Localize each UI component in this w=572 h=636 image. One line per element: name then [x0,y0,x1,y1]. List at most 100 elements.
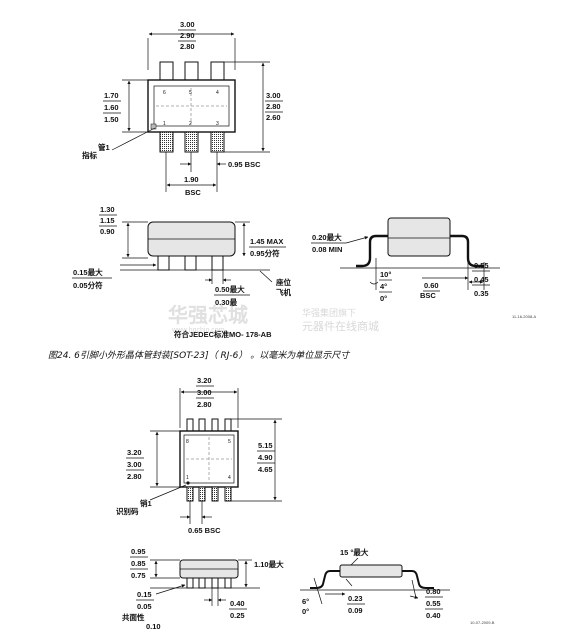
sot23-side-lead-1 [157,255,170,271]
msop-width-max: 3.20 [197,376,212,385]
msop-end-lead-left [310,570,340,589]
msop-total-height-max: 5.15 [258,441,273,450]
sot23-side-height-min: 0.90 [100,227,115,236]
sot23-angle-min: 0° [380,294,387,303]
sot23-body-height-nom: 1.60 [104,103,119,112]
sot23-pin-label-4: 4 [216,90,219,96]
msop-body [179,430,239,488]
msop-total-height-nom: 4.90 [258,453,273,462]
sot23-thick-min: 0.08 MIN [312,245,342,254]
msop-pin1-marker [186,481,190,485]
sot23-width-nom: 2.90 [180,31,195,40]
msop-coplanarity-label: 共面性 [122,612,145,622]
sot23-total-height-nom: 2.80 [266,102,281,111]
sot23-pin-4 [210,61,225,81]
watermark: 华强芯城 www.hqchip.com 华强集团旗下 元器件在线商城 [168,303,379,334]
sot23-pin-label-5: 5 [189,90,192,96]
sot23-foot-value: 0.60 [424,281,439,290]
sot23-pin-1 [159,131,174,153]
sot23-width-min: 2.80 [180,42,195,51]
sot23-side-height-nom: 1.15 [100,216,115,225]
sot23-body-height-max: 1.70 [104,91,119,100]
sot23-side-nom-height: 0.95分符 [250,248,280,258]
sot23-side-view: 1.30 1.15 0.90 1.45 MAX 0.95分符 0.15最大 0.… [72,205,291,339]
msop-thickness-max: 0.23 [348,594,363,603]
msop-end-angle-max: 6° [302,597,309,606]
msop-end-view: 15 °最大 6° 0° 0.23 0.09 0.80 0.55 0.40 10… [300,547,495,625]
msop-standoff-max: 0.15 [137,590,152,599]
msop-height-nom: 0.85 [131,559,146,568]
msop-pin1-label: 销1 [140,498,152,508]
msop-end-body [339,564,403,578]
msop-height-max: 0.95 [131,547,146,556]
sot23-angle-max: 10° [380,270,391,279]
msop-width-nom: 3.00 [197,388,212,397]
sot23-total-height-max: 3.00 [266,91,281,100]
sot23-width-max: 3.00 [180,20,195,29]
msop-lead-len-min: 0.40 [426,611,441,620]
msop-total-height-min: 4.65 [258,465,273,474]
sot23-pin1-sub: 指标 [82,150,97,160]
msop-lead-width-max: 0.40 [230,599,245,608]
sot23-span: 1.90 [184,175,199,184]
msop-lead-len-nom: 0.55 [426,599,441,608]
figure-caption: 图24. 6引脚小外形晶体管封装[SOT-23]（ RJ-6） 。以毫米为单位显… [48,350,350,361]
sot23-lead-len-min: 0.35 [474,289,489,298]
msop-angle-max: 15 °最大 [340,547,369,557]
msop-pin-label-5: 5 [228,439,231,445]
msop-coplanarity-value: 0.10 [146,622,161,631]
msop-top-view: 3.20 3.00 2.80 8 5 1 4 3.20 3.00 2.80 [116,376,282,535]
sot23-standoff-max: 0.15最大 [73,267,103,277]
msop-pin-pitch: 0.65 BSC [188,526,221,535]
msop-body-height-max: 3.20 [127,448,142,457]
msop-pin-label-1: 1 [186,475,189,481]
msop-pin1-sub: 识别码 [116,506,139,516]
msop-body-height-min: 2.80 [127,472,142,481]
sot23-stamp: 11-16-2008-A [512,314,536,319]
msop-standoff-min: 0.05 [137,602,152,611]
sot23-side-max-height: 1.45 MAX [250,237,283,246]
msop-body-height-nom: 3.00 [127,460,142,469]
sot23-standard: 符合JEDEC标准MO- 178-AB [174,329,272,339]
sot23-lead-len-max: 0.55 [474,261,489,270]
watermark-url: www.hqchip.com [171,327,225,334]
sot23-pin-3 [210,131,225,153]
msop-lead-width-min: 0.25 [230,611,245,620]
sot23-pin-5 [184,61,199,81]
sot23-thick-max: 0.20最大 [312,232,342,242]
sot23-side-height-max: 1.30 [100,205,115,214]
sot23-seating-2: 飞机 [276,287,291,297]
sot23-pin-pitch: 0.95 BSC [228,160,261,169]
msop-pin-label-4: 4 [228,475,231,481]
msop-pin-label-8: 8 [186,439,189,445]
sot23-seating-1: 座位 [275,277,291,287]
msop-height-min: 0.75 [131,571,146,580]
msop-stamp: 10-07-2009-B [470,620,495,625]
sot23-pin1-marker [150,123,157,130]
watermark-line1: 华强集团旗下 [302,307,356,318]
sot23-pin-label-3: 3 [216,121,219,127]
sot23-pin-6 [159,61,174,81]
msop-end-angle-min: 0° [302,607,309,616]
sot23-span-bsc: BSC [185,188,201,197]
watermark-line2: 元器件在线商城 [302,319,379,333]
sot23-pin-label-6: 6 [163,90,166,96]
sot23-top-view: 3.00 2.90 2.80 6 5 4 1 2 3 1.70 1.60 1.5… [82,20,283,197]
msop-lead-len-max: 0.80 [426,587,441,596]
sot23-side-lead-2 [184,255,197,271]
msop-width-min: 2.80 [197,400,212,409]
sot23-end-lead-right [450,234,484,268]
msop-side-view: 0.95 0.85 0.75 1.10最大 0.15 0.05 共面性 0.10… [122,547,284,631]
sot23-total-height-min: 2.60 [266,113,281,122]
sot23-foot-bsc: BSC [420,291,436,300]
msop-thickness-min: 0.09 [348,606,363,615]
sot23-lead-width-max: 0.50最大 [215,284,245,294]
sot23-body-height-min: 1.50 [104,115,119,124]
sot23-lead-len-nom: 0.45 [474,275,489,284]
sot23-end-lead-left [356,234,388,268]
sot23-end-view: 0.20最大 0.08 MIN 10° 4° 0° 0.60 BSC 0.55 … [311,217,536,319]
sot23-end-body [387,217,451,257]
sot23-angle-nom: 4° [380,282,387,291]
watermark-logo: 华强芯城 [168,303,248,327]
